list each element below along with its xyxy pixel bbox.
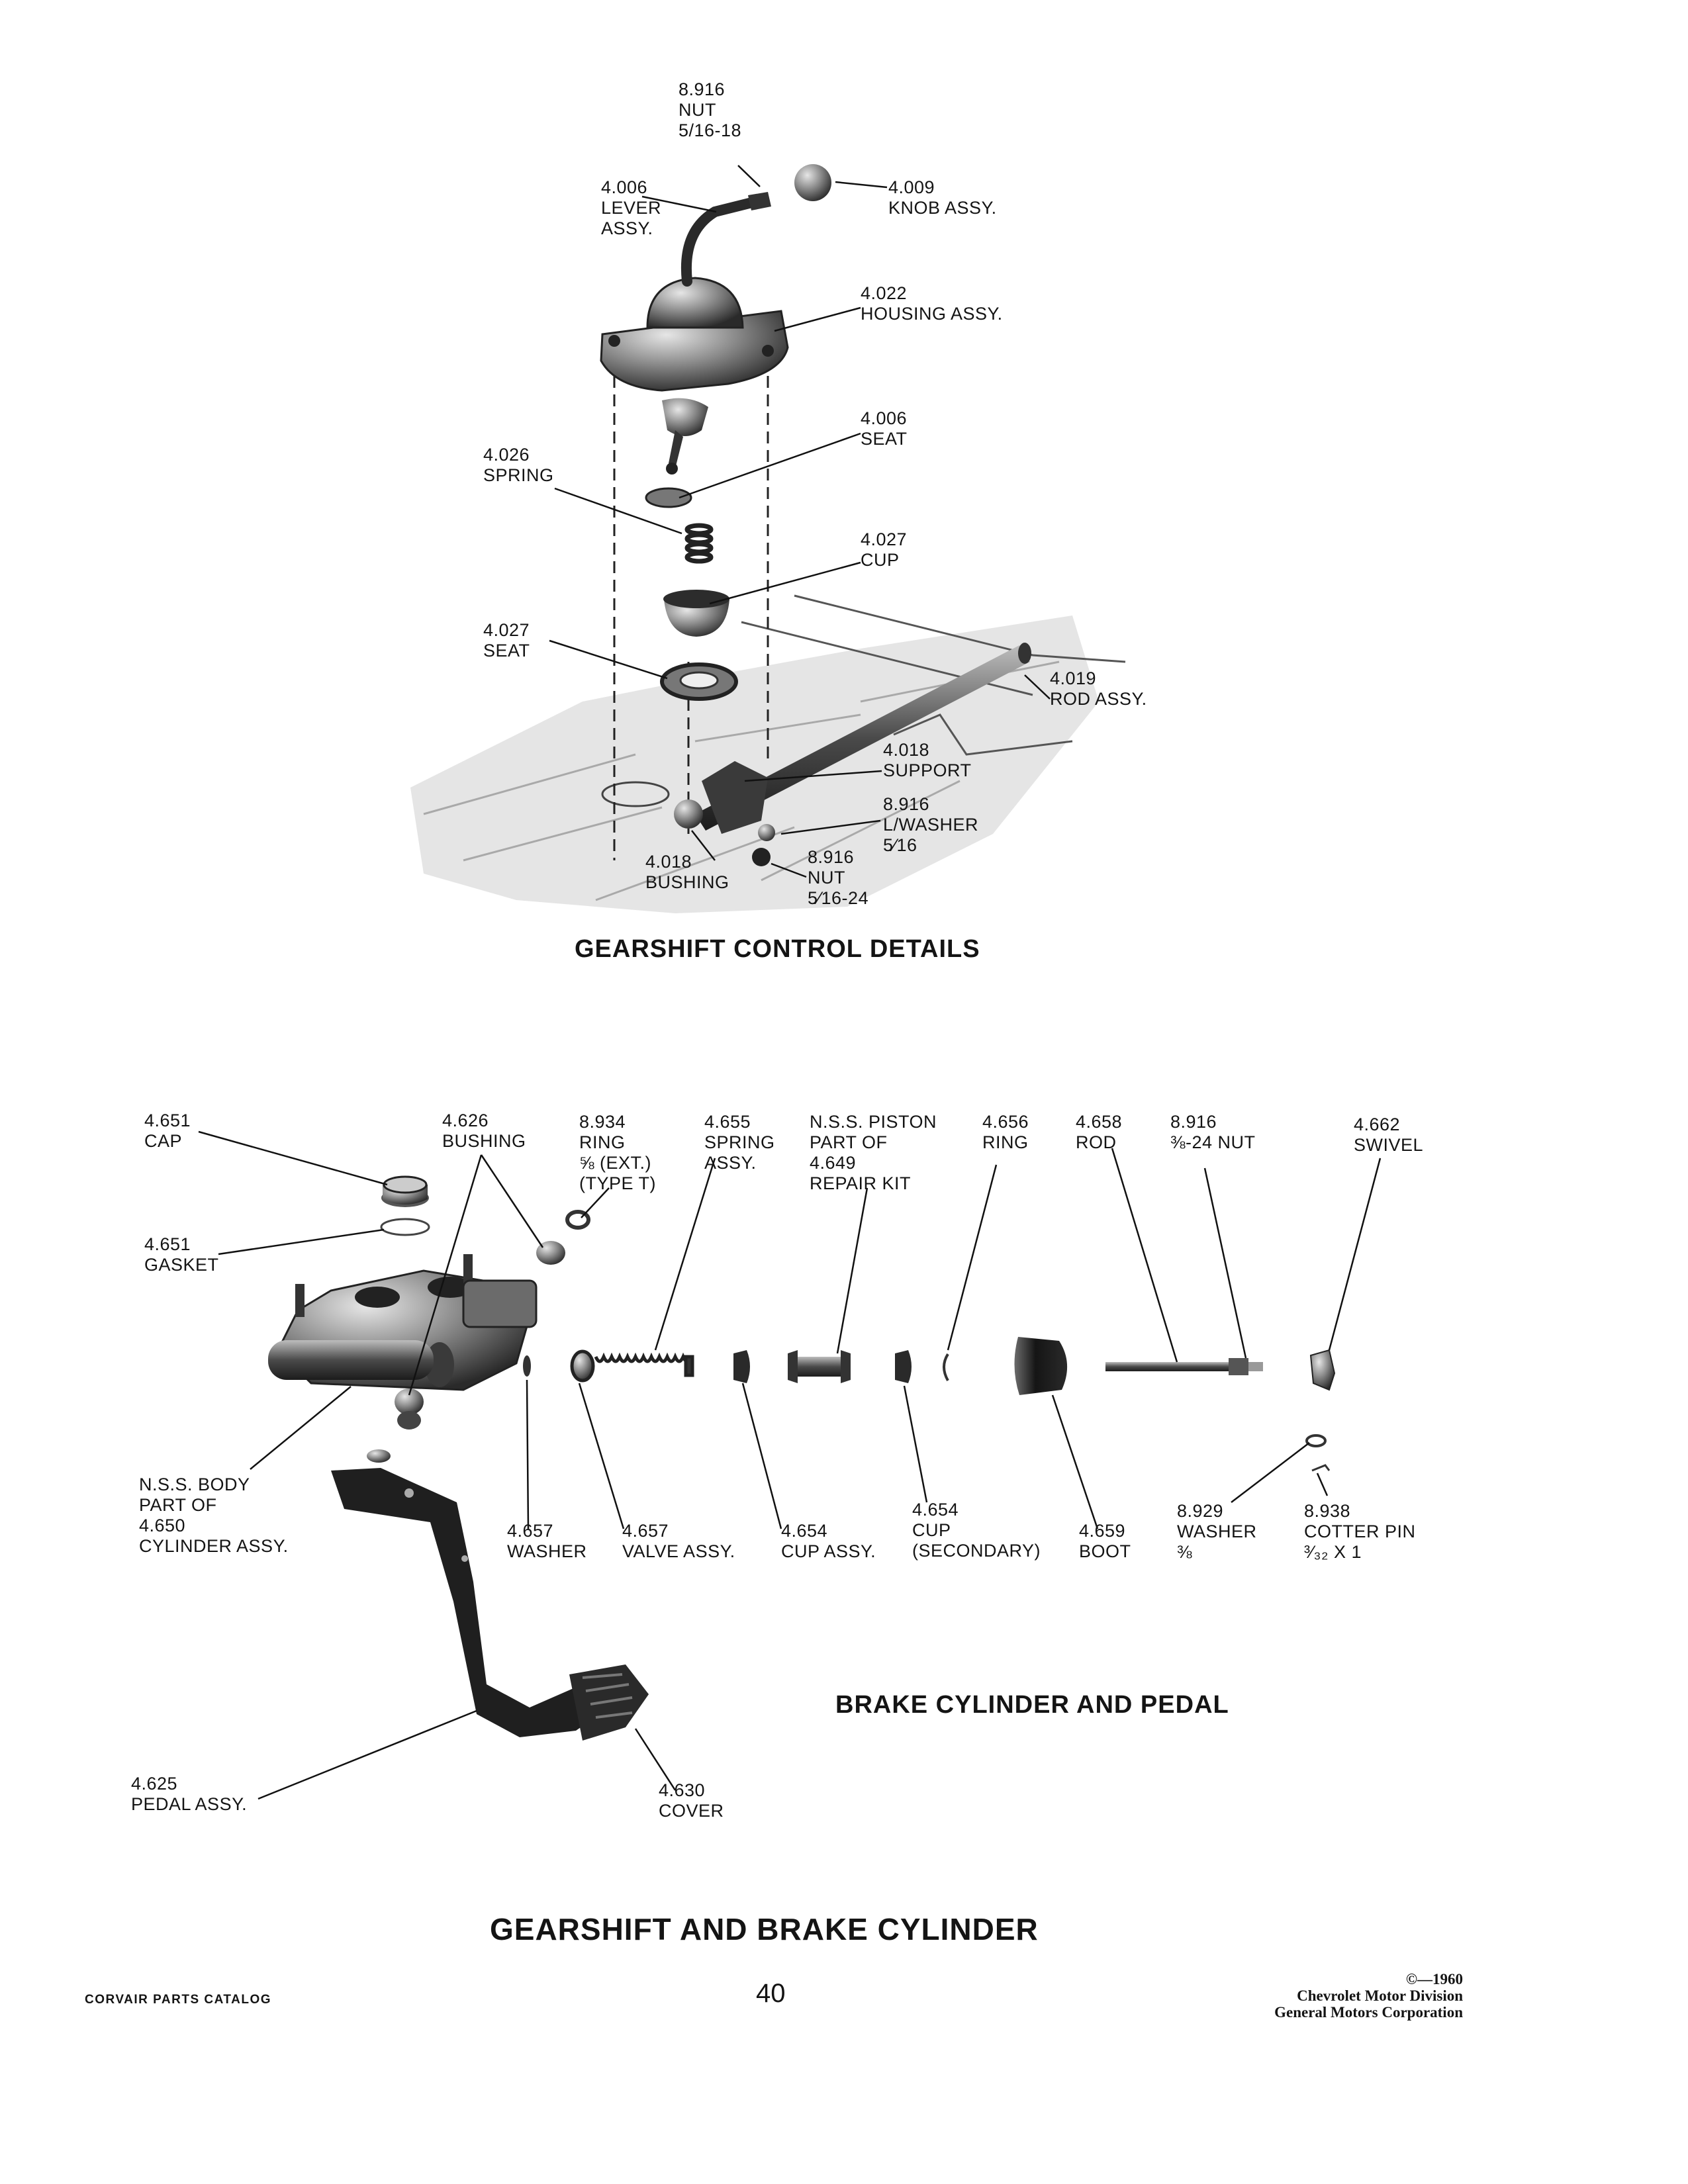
upper-seat [645, 487, 692, 508]
footer-credit: ©—1960 Chevrolet Motor Division General … [1274, 1971, 1463, 2021]
page-number: 40 [756, 1979, 786, 2008]
brake-section-title: BRAKE CYLINDER AND PEDAL [835, 1691, 1229, 1719]
housing-part [600, 310, 789, 392]
gearshift-drawing [410, 164, 1126, 913]
division: Chevrolet Motor Division [1297, 1987, 1463, 2004]
corporation: General Motors Corporation [1274, 2004, 1463, 2021]
knob-part [794, 164, 831, 201]
spring-part [684, 523, 714, 564]
footer-catalog: CORVAIR PARTS CATALOG [85, 1993, 272, 2007]
page-title: GEARSHIFT AND BRAKE CYLINDER [490, 1912, 1039, 1946]
pushrod-part [1105, 1362, 1229, 1371]
shift-rod [695, 645, 1030, 831]
valve-spring [570, 1349, 694, 1383]
brake-leaders [198, 1130, 1382, 1800]
cup-part [664, 599, 729, 637]
floor-panel [410, 615, 1099, 913]
brake-drawing [268, 1175, 1336, 1741]
boot-part [1014, 1337, 1068, 1395]
support-bracket [702, 761, 768, 834]
gearshift-section-title: GEARSHIFT CONTROL DETAILS [575, 935, 980, 963]
lever-part [680, 197, 760, 287]
piston-part [788, 1350, 851, 1383]
gearshift-leaders [549, 165, 1051, 878]
pedal-part [331, 1468, 609, 1737]
copyright: ©—1960 [1405, 1971, 1463, 1987]
